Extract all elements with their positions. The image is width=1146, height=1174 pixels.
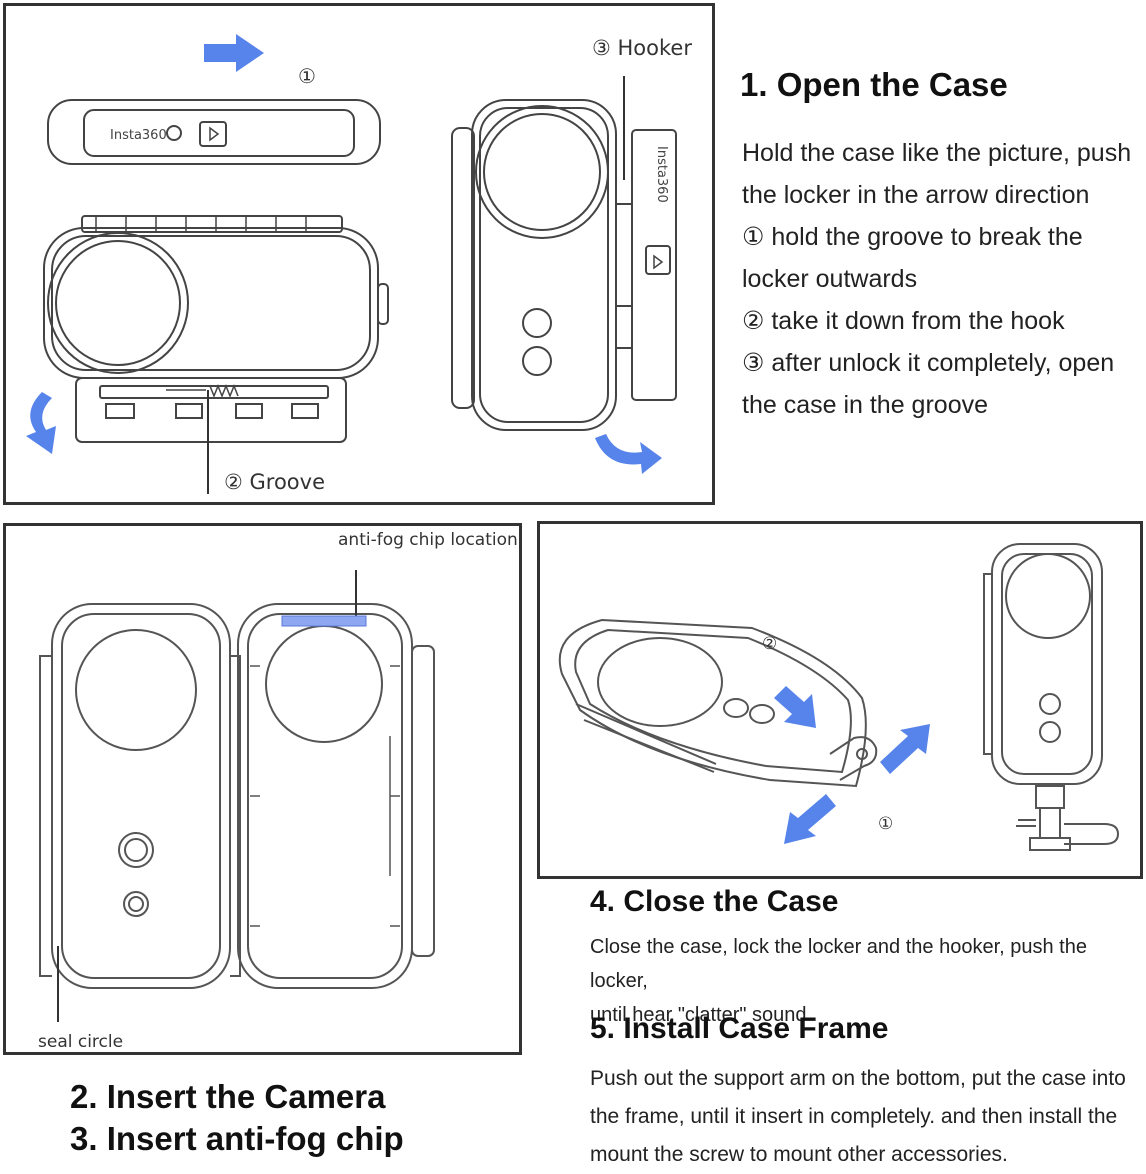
callout-close-step1: ①	[878, 814, 894, 834]
arrow-right-icon	[204, 34, 264, 72]
section5-line: mount the screw to mount other accessori…	[590, 1143, 1008, 1166]
panel-close-case: ② ①	[537, 521, 1143, 879]
close-case-illustration	[558, 543, 1120, 851]
arrow-down-left-icon	[784, 794, 836, 844]
section5-title: 5. Install Case Frame	[590, 1012, 889, 1045]
section1-line: the case in the groove	[742, 391, 988, 419]
title-insert-camera: 2. Insert the Camera	[70, 1078, 386, 1115]
section1-text: Hold the case like the picture, push the…	[742, 132, 1131, 426]
panel-open-case: Insta360	[3, 3, 715, 505]
section1-line: locker outwards	[742, 265, 918, 293]
section1-line: ② take it down from the hook	[742, 307, 1065, 335]
open-case-illustration: Insta360	[26, 34, 677, 494]
section1-line: Hold the case like the picture, push	[742, 139, 1132, 167]
panel-insert-camera: anti-fog chip location seal circle	[3, 523, 522, 1055]
arrow-down-icon	[26, 392, 56, 454]
title-insert-chip: 3. Insert anti-fog chip	[70, 1120, 404, 1157]
section1-line: the locker in the arrow direction	[742, 181, 1090, 209]
case-closing-angled	[558, 543, 1120, 851]
callout-close-step2: ②	[762, 634, 778, 654]
insert-camera-illustration	[39, 570, 435, 1022]
arrow-curve-right-icon	[595, 434, 662, 474]
section1-line: ③ after unlock it completely, open	[742, 349, 1115, 377]
section1-title: 1. Open the Case	[740, 66, 1008, 103]
section5-text: Push out the support arm on the bottom, …	[590, 1060, 1126, 1174]
brand-text-side: Insta360	[654, 146, 669, 203]
callout-groove: ② Groove	[224, 470, 325, 494]
section4-line: until hear "clatter" sound	[590, 1004, 807, 1026]
callout-hooker: ③ Hooker	[592, 36, 692, 60]
brand-text-top: Insta360	[110, 128, 167, 143]
section4-text: Close the case, lock the locker and the …	[590, 930, 1146, 1032]
antifog-chip	[281, 615, 367, 627]
case-top-view	[47, 99, 381, 165]
case-side-view	[451, 76, 677, 431]
arrow-press-icon	[774, 686, 816, 728]
case-open-interior	[39, 570, 435, 1022]
case-open-front	[43, 215, 389, 494]
section1-line: ① hold the groove to break the	[742, 223, 1083, 251]
callout-antifog: anti-fog chip location	[338, 530, 518, 550]
callout-step1: ①	[298, 64, 316, 88]
section4-title: 4. Close the Case	[590, 885, 839, 918]
callout-seal: seal circle	[38, 1032, 124, 1052]
section4-line: Close the case, lock the locker and the …	[590, 936, 1087, 992]
section5-line: the frame, until it insert in completely…	[590, 1105, 1118, 1128]
arrow-up-right-icon	[880, 724, 930, 774]
section5-line: Push out the support arm on the bottom, …	[590, 1067, 1126, 1090]
